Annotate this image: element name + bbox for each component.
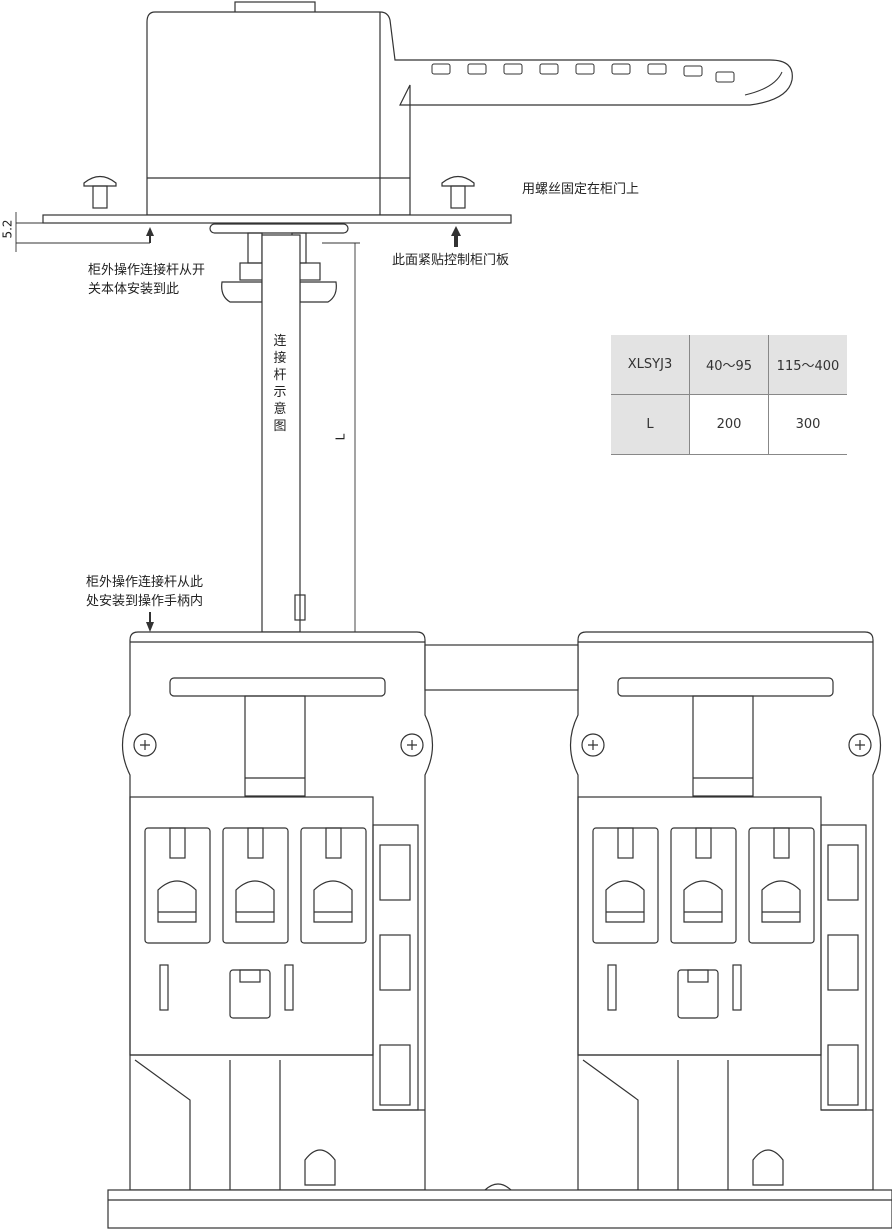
length-dimension-label: L xyxy=(333,433,348,441)
table-cell: 115～400 xyxy=(768,335,847,395)
rod-into-handle-label-2: 处安装到操作手柄内 xyxy=(86,594,204,609)
spec-table: XLSYJ3 40～95 115～400 L 200 300 xyxy=(611,335,847,455)
thickness-dimension xyxy=(15,212,150,252)
arrow-down-icon xyxy=(146,622,154,632)
switch-unit-1 xyxy=(121,631,434,1191)
connecting-rod xyxy=(261,234,301,633)
switch-unit-2 xyxy=(569,631,882,1191)
table-cell: XLSYJ3 xyxy=(611,335,690,395)
operating-handle xyxy=(146,1,793,216)
table-cell: L xyxy=(611,394,690,455)
rod-pin xyxy=(294,594,306,621)
rod-name-label: 连接杆示意图 xyxy=(273,334,287,434)
screw-right xyxy=(441,175,475,209)
panel-face-label: 此面紧贴控制柜门板 xyxy=(392,253,510,268)
screw-icon xyxy=(133,733,157,757)
table-row: L 200 300 xyxy=(611,394,847,455)
arrow-up-icon xyxy=(146,227,154,236)
thickness-dimension-label: 5.2 xyxy=(0,219,15,239)
rod-from-switch-label-1: 柜外操作连接杆从开 xyxy=(88,263,206,278)
table-cell: 200 xyxy=(689,394,769,455)
screw-icon xyxy=(848,733,872,757)
table-header-row: XLSYJ3 40～95 115～400 xyxy=(611,335,847,395)
table-cell: 40～95 xyxy=(689,335,769,395)
length-dimension xyxy=(322,242,360,632)
fix-screws-label: 用螺丝固定在柜门上 xyxy=(522,182,640,197)
screw-left xyxy=(83,175,117,209)
unit-connector xyxy=(424,644,579,691)
screw-icon xyxy=(400,733,424,757)
base-screw xyxy=(484,1183,512,1191)
screw-icon xyxy=(581,733,605,757)
table-cell: 300 xyxy=(768,394,847,455)
base-plate xyxy=(107,1189,892,1229)
door-panel-plate xyxy=(42,214,512,224)
rod-from-switch-label-2: 关本体安装到此 xyxy=(88,282,180,297)
rod-into-handle-label-1: 柜外操作连接杆从此 xyxy=(86,575,204,590)
arrow-up-icon xyxy=(451,226,461,236)
